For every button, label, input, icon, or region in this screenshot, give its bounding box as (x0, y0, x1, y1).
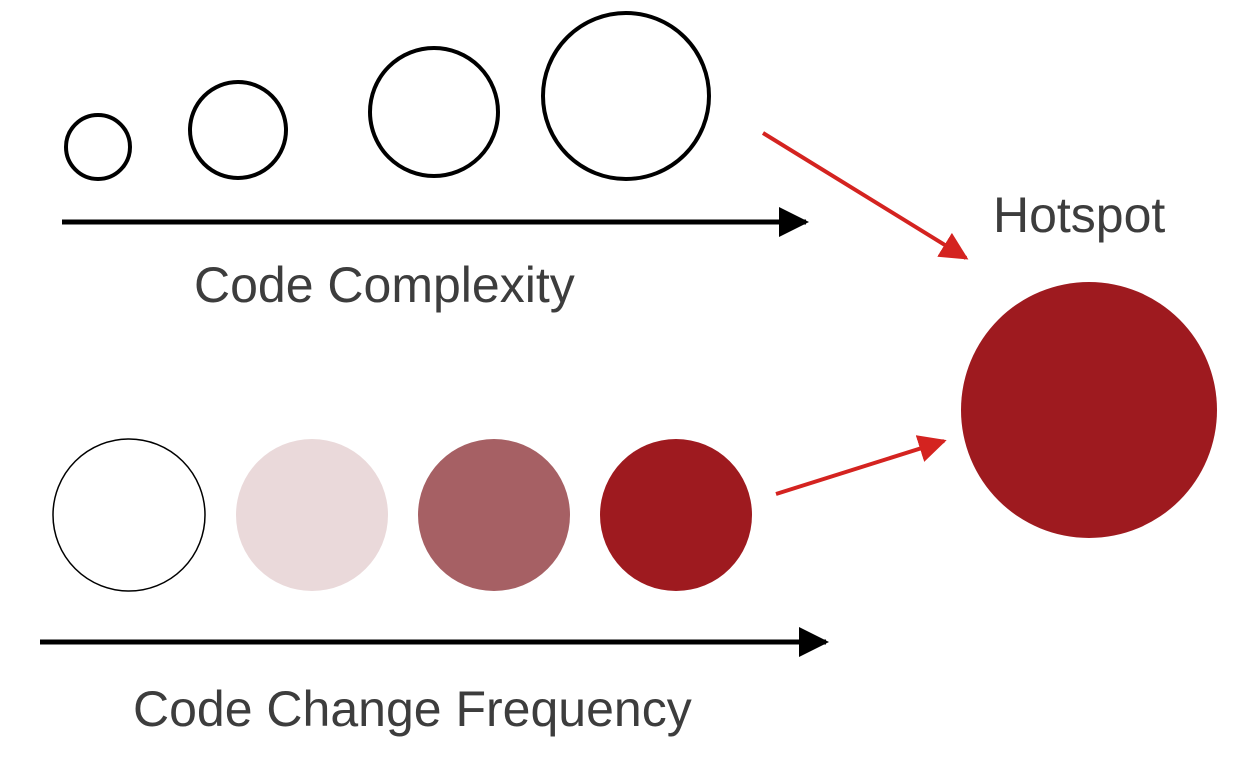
frequency-circle-4 (600, 439, 752, 591)
hotspot-label: Hotspot (993, 187, 1166, 243)
frequency-circle-3 (418, 439, 570, 591)
complexity-circle-1 (64, 113, 132, 181)
frequency-circle-1 (52, 438, 206, 592)
hotspot-circle (961, 282, 1217, 538)
complexity-circle-4 (541, 11, 711, 181)
frequency-axis-label: Code Change Frequency (133, 681, 692, 737)
complexity-to-hotspot-arrow (761, 131, 969, 260)
frequency-circle-2 (236, 439, 388, 591)
complexity-circle-2 (188, 80, 288, 180)
complexity-axis-label: Code Complexity (194, 257, 575, 313)
frequency-to-hotspot-arrow (775, 435, 947, 496)
complexity-circle-3 (368, 46, 500, 178)
